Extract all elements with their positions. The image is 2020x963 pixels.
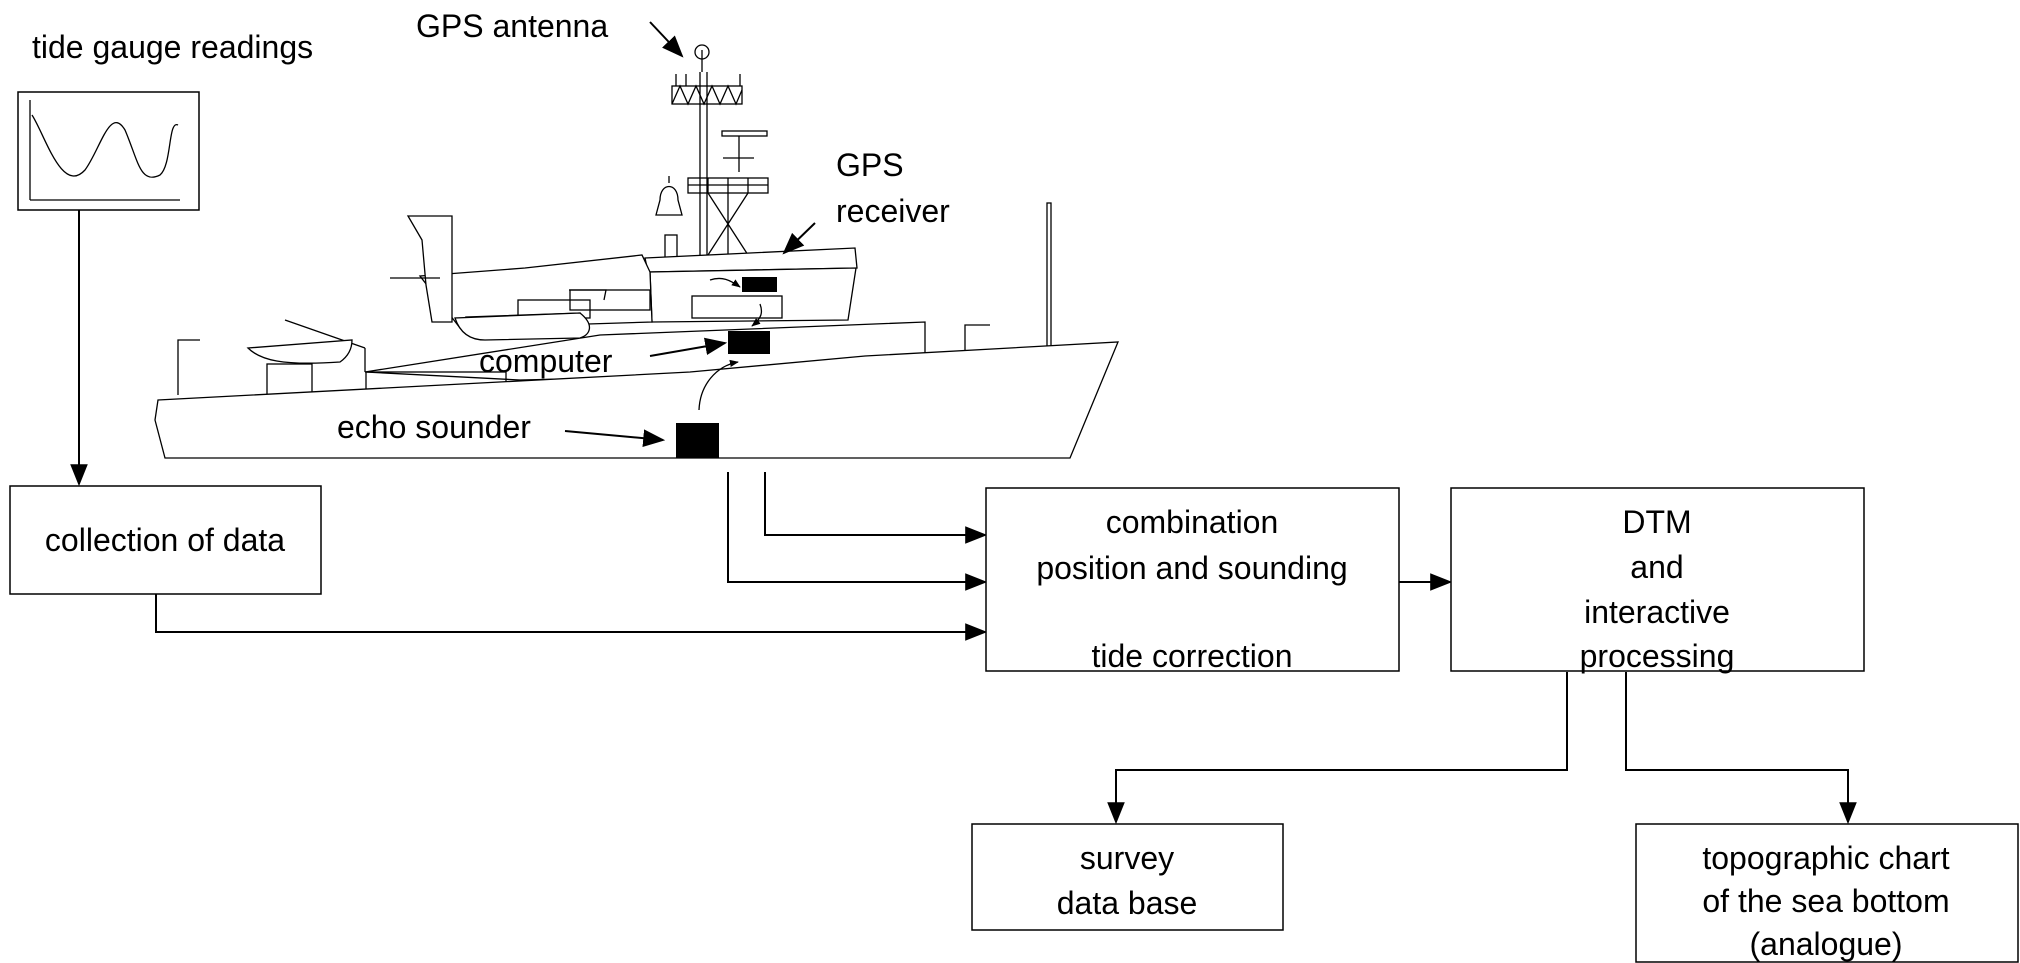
computer-label: computer: [479, 343, 613, 379]
topographic-line-2: of the sea bottom: [1702, 883, 1949, 919]
dtm-to-survey-connector: [1107, 672, 1568, 825]
survey-line-1: survey: [1080, 840, 1174, 876]
echo-sounder-label: echo sounder: [337, 409, 531, 445]
combination-line-2: position and sounding: [1036, 550, 1347, 586]
sounder-to-combination-connector: [727, 472, 988, 591]
dtm-line-4: processing: [1580, 638, 1735, 674]
collection-of-data-box: collection of data: [9, 485, 322, 595]
gps-receiver-label: GPS: [836, 147, 904, 183]
computer-unit: [728, 331, 770, 354]
dtm-line-1: DTM: [1622, 504, 1691, 540]
survey-data-base-box: survey data base: [971, 823, 1284, 931]
echo-sounder-unit: [676, 423, 719, 458]
gps-antenna-icon: [694, 44, 710, 60]
tide-gauge-label: tide gauge readings: [32, 29, 313, 65]
receiver-to-combination-connector: [764, 472, 988, 544]
gps-antenna-label: GPS antenna: [416, 8, 608, 44]
tide-gauge-chart: [17, 91, 200, 211]
survey-line-2: data base: [1057, 885, 1198, 921]
combination-line-1: combination: [1106, 504, 1279, 540]
combination-box: combination position and sounding tide c…: [985, 487, 1400, 674]
topographic-line-3: (analogue): [1750, 926, 1903, 962]
topographic-chart-box: topographic chart of the sea bottom (ana…: [1635, 823, 2019, 963]
topographic-line-1: topographic chart: [1702, 840, 1949, 876]
survey-ship: [154, 44, 1119, 459]
dtm-to-topographic-connector: [1625, 672, 1857, 825]
combination-line-3: tide correction: [1092, 638, 1293, 674]
dtm-box: DTM and interactive processing: [1450, 487, 1865, 674]
collection-of-data-label: collection of data: [45, 522, 285, 558]
gps-receiver-unit: [742, 277, 777, 292]
collection-to-combination-connector: [155, 594, 988, 641]
dtm-line-3: interactive: [1584, 594, 1730, 630]
gps-receiver-label-2: receiver: [836, 193, 950, 229]
dtm-line-2: and: [1630, 549, 1683, 585]
